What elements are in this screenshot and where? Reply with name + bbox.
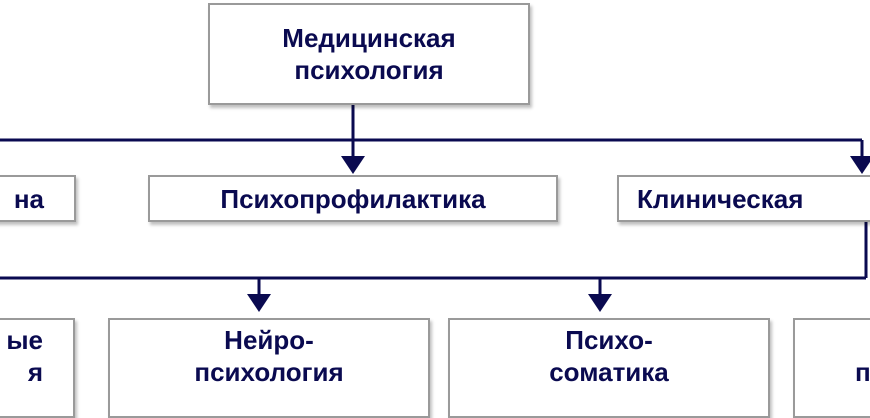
arrowhead-psychoprophylaxis xyxy=(341,156,365,174)
node-level2-left: на xyxy=(0,175,76,222)
arrowhead-psychosomatics xyxy=(588,294,612,312)
node-line: Психопрофилактика xyxy=(220,183,486,214)
node-neuropsychology: Нейро- психология xyxy=(108,318,430,418)
node-line: соматика xyxy=(549,357,669,387)
node-line: я xyxy=(27,357,43,387)
node-line: ые xyxy=(6,325,43,355)
node-level3-right: п xyxy=(793,318,870,418)
node-line: Психо- xyxy=(565,325,653,355)
org-diagram: Медицинская психология на Психопрофилакт… xyxy=(0,3,870,418)
node-line: Нейро- xyxy=(224,325,314,355)
node-line: Клиническая xyxy=(637,183,804,214)
connector-lines xyxy=(0,104,870,312)
node-clinical: Клиническая xyxy=(617,175,870,222)
arrowhead-clinical xyxy=(850,156,870,174)
node-medical-psychology: Медицинская психология xyxy=(208,3,530,105)
node-line: п xyxy=(855,357,870,387)
arrowhead-neuropsychology xyxy=(247,294,271,312)
node-psychoprophylaxis: Психопрофилактика xyxy=(148,175,558,222)
node-line: на xyxy=(13,183,44,214)
node-level3-left: ые я xyxy=(0,318,75,418)
node-line: Медицинская xyxy=(282,23,456,53)
node-line: психология xyxy=(194,357,344,387)
node-psychosomatics: Психо- соматика xyxy=(448,318,770,418)
node-line: психология xyxy=(294,55,444,85)
